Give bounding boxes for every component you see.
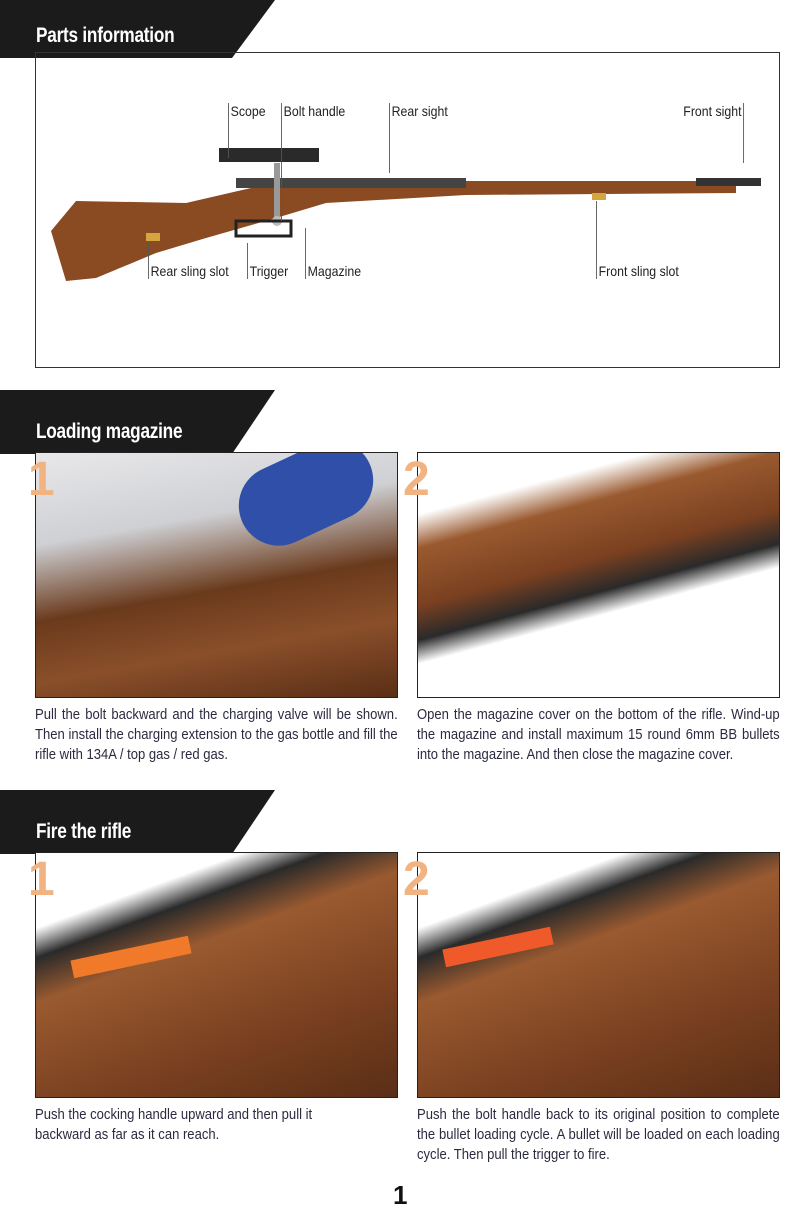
loading-step1-text: Pull the bolt backward and the charging … bbox=[35, 707, 398, 763]
label-rear-sling-slot: Rear sling slot bbox=[148, 243, 229, 279]
step-number: 1 bbox=[28, 453, 55, 506]
section-tab-loading: Loading magazine bbox=[0, 390, 275, 454]
section-tab-fire: Fire the rifle bbox=[0, 790, 275, 854]
step-number: 1 bbox=[28, 853, 55, 906]
parts-diagram-box: Scope Bolt handle Rear sight Front sight… bbox=[35, 52, 780, 368]
fire-step2-photo bbox=[417, 852, 780, 1098]
section-title: Loading magazine bbox=[36, 420, 183, 443]
step-number: 2 bbox=[403, 453, 430, 506]
step-number: 2 bbox=[403, 853, 430, 906]
label-magazine: Magazine bbox=[305, 228, 361, 279]
section-title: Fire the rifle bbox=[36, 820, 132, 843]
rifle-illustration bbox=[51, 148, 761, 281]
label-bolt-handle: Bolt handle bbox=[281, 103, 345, 221]
fire-step1-photo bbox=[35, 852, 398, 1098]
page-number: 1 bbox=[393, 1180, 408, 1210]
label-front-sight: Front sight bbox=[681, 103, 744, 163]
label-scope: Scope bbox=[228, 103, 266, 158]
section-title: Parts information bbox=[36, 24, 175, 47]
section-tab-parts: Parts information bbox=[0, 0, 275, 58]
fire-step2-text: Push the bolt handle back to its origina… bbox=[417, 1107, 780, 1163]
loading-step1-photo bbox=[35, 452, 398, 698]
label-front-sling-slot: Front sling slot bbox=[596, 201, 679, 279]
label-trigger: Trigger bbox=[247, 243, 288, 279]
loading-step2-text: Open the magazine cover on the bottom of… bbox=[417, 707, 780, 763]
fire-step1-text: Push the cocking handle upward and then … bbox=[35, 1107, 313, 1143]
label-rear-sight: Rear sight bbox=[389, 103, 448, 173]
loading-step2-photo bbox=[417, 452, 780, 698]
